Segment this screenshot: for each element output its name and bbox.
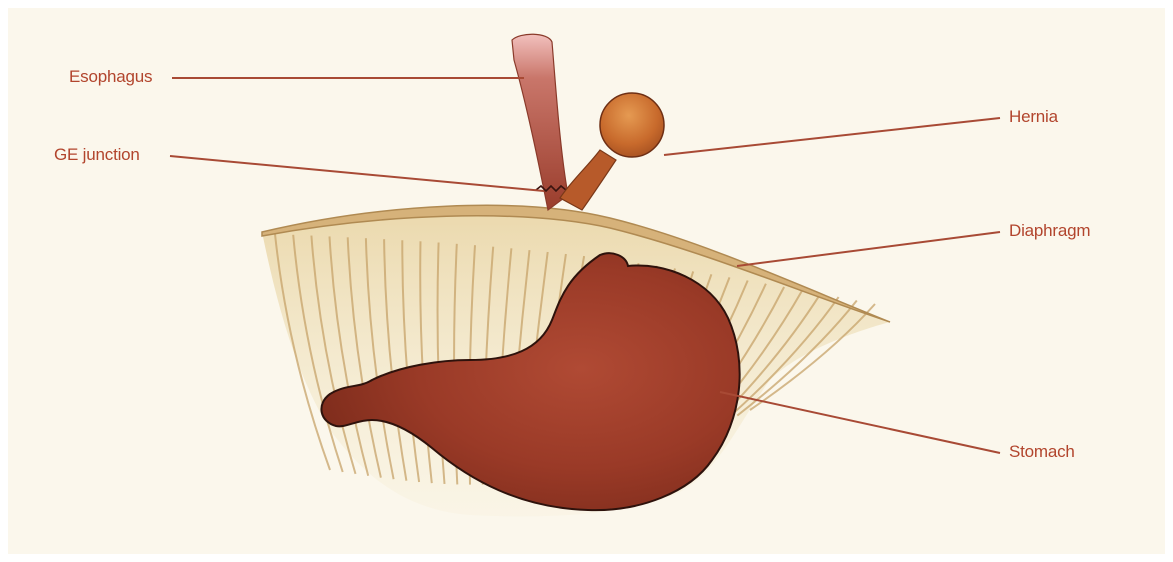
esophagus-tube [512,34,568,210]
leader-line-stomach [720,392,1000,453]
label-ge-junction: GE junction [54,145,140,165]
leader-line-ge-junction [170,156,544,191]
hernia-sac [600,93,664,157]
label-diaphragm: Diaphragm [1009,221,1090,241]
label-hernia: Hernia [1009,107,1058,127]
leader-line-hernia [664,118,1000,155]
label-esophagus: Esophagus [69,67,152,87]
leader-line-diaphragm [737,232,1000,266]
hernia-neck [560,150,616,210]
label-stomach: Stomach [1009,442,1075,462]
